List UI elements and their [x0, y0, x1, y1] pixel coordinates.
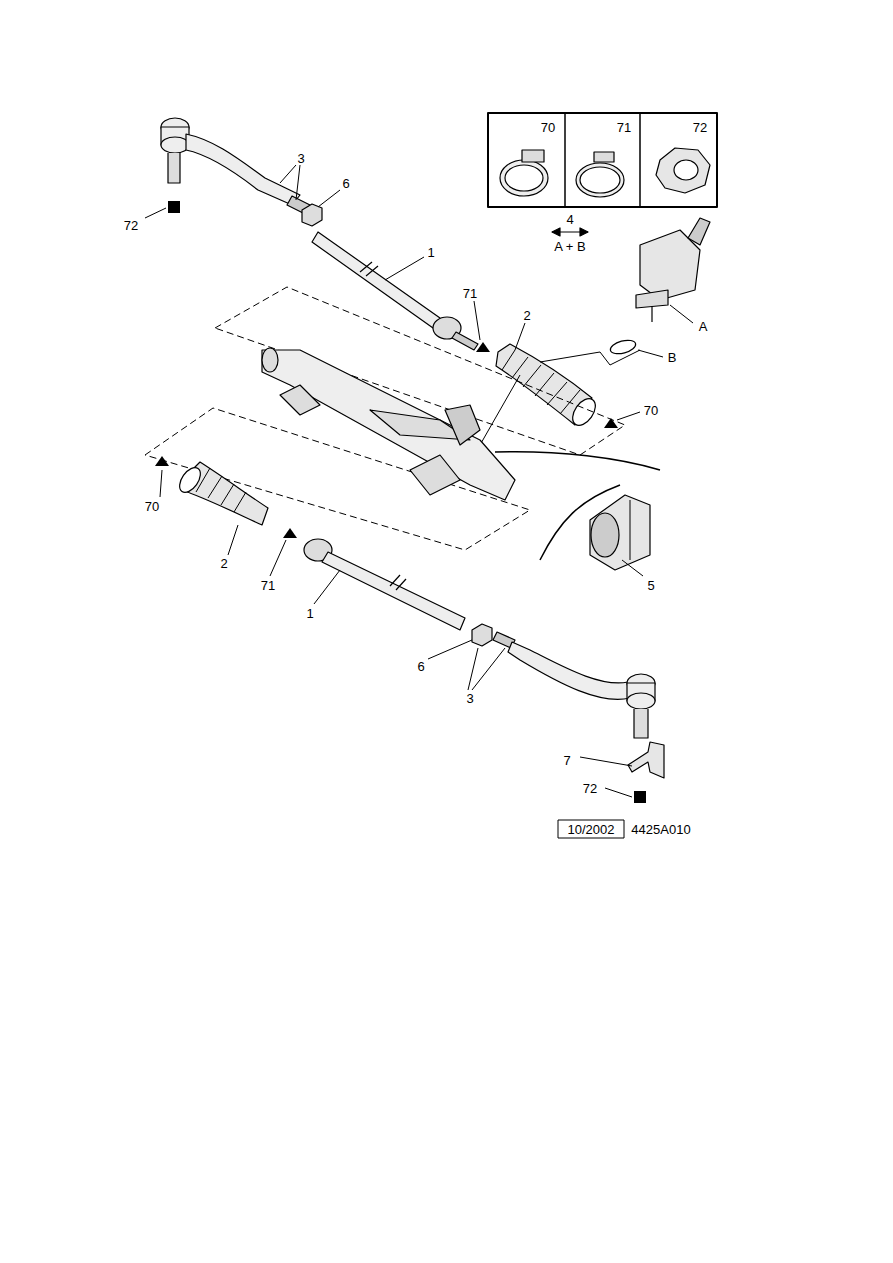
- callout-number: 71: [616, 120, 632, 135]
- callout-number: 72: [692, 120, 708, 135]
- callout-number: 7: [562, 753, 571, 768]
- callout-number: 71: [260, 578, 276, 593]
- callout-number: 72: [582, 781, 598, 796]
- callout-number: A: [698, 319, 709, 334]
- callout-number: 5: [646, 578, 655, 593]
- callout-number: 4: [565, 212, 574, 227]
- callout-number: 6: [416, 659, 425, 674]
- callout-number: 3: [465, 691, 474, 706]
- callout-number: A + B: [553, 239, 586, 254]
- callout-number: 1: [305, 606, 314, 621]
- callout-number: 3: [296, 151, 305, 166]
- callout-number: 71: [462, 286, 478, 301]
- callout-number: 70: [643, 403, 659, 418]
- callout-number: 6: [341, 176, 350, 191]
- drawing-reference: 4425A010: [630, 822, 691, 837]
- drawing-reference: 10/2002: [567, 822, 616, 837]
- callout-number: 70: [540, 120, 556, 135]
- callout-number: B: [667, 350, 678, 365]
- callout-number: 72: [123, 218, 139, 233]
- callout-number: 70: [144, 499, 160, 514]
- callout-number: 2: [522, 308, 531, 323]
- callout-number: 1: [426, 245, 435, 260]
- callout-number: 2: [219, 556, 228, 571]
